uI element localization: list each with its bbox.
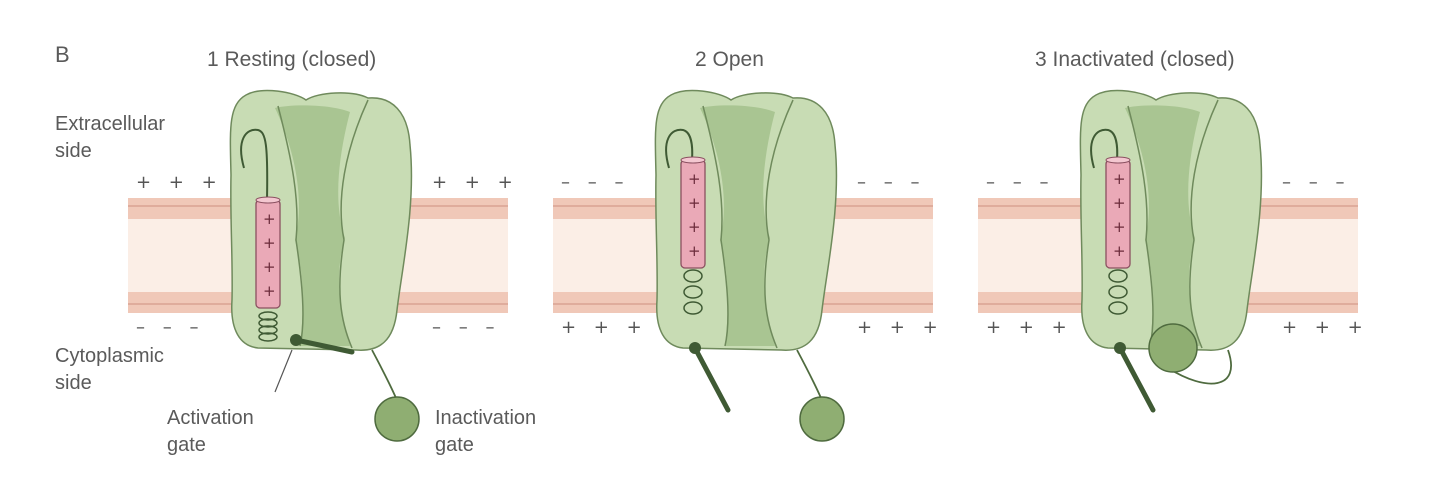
subunit-edge bbox=[1189, 99, 1219, 349]
charge-outside-right: – – – bbox=[1282, 172, 1350, 193]
voltage-sensor-cap bbox=[680, 156, 706, 164]
activation-gate-label-line2: gate bbox=[167, 434, 206, 456]
sensor-charge-mark: + bbox=[1113, 218, 1126, 236]
channel-pore bbox=[700, 105, 775, 346]
spring-coil bbox=[258, 318, 278, 328]
activation-gate bbox=[293, 337, 355, 355]
subunit-edge bbox=[339, 99, 369, 349]
sensor-charge-mark: + bbox=[263, 282, 276, 300]
inactivation-gate-ball bbox=[1148, 323, 1198, 373]
inactivation-gate-ball bbox=[799, 396, 845, 442]
subunit-edge bbox=[277, 105, 304, 347]
inactivation-gate-chain bbox=[371, 349, 397, 399]
spring-coil bbox=[258, 332, 278, 342]
state-title-resting: 1 Resting (closed) bbox=[207, 48, 376, 71]
sensor-charge-mark: + bbox=[688, 218, 701, 236]
sensor-charge-mark: + bbox=[1113, 170, 1126, 188]
subunit-edge bbox=[1127, 105, 1154, 347]
activation-gate bbox=[1117, 345, 1156, 413]
channel-pore bbox=[1125, 105, 1200, 346]
spring-coil bbox=[683, 301, 703, 315]
inactivation-gate-ball bbox=[374, 396, 420, 442]
charge-inside-left: – – – bbox=[136, 317, 204, 338]
voltage-sensor-linker bbox=[665, 128, 694, 169]
voltage-sensor-cap bbox=[255, 196, 281, 204]
spring-coil bbox=[683, 285, 703, 299]
activation-gate-label: Activation bbox=[167, 407, 254, 429]
charge-outside-left: – – – bbox=[561, 172, 629, 193]
subunit-edge bbox=[702, 105, 729, 347]
channel-panel-2: + + + + – – – – – – + + + + + + bbox=[553, 89, 944, 442]
inactivation-gate-chain bbox=[796, 349, 822, 399]
spring-coil bbox=[683, 269, 703, 283]
cytoplasmic-label-line2: side bbox=[55, 372, 92, 394]
spring-coil bbox=[1108, 301, 1128, 315]
charge-outside-left: + + + bbox=[136, 172, 223, 193]
extracellular-label: Extracellular bbox=[55, 113, 165, 135]
inactivation-gate-chain bbox=[1167, 349, 1232, 385]
charge-outside-left: – – – bbox=[986, 172, 1054, 193]
sensor-charge-mark: + bbox=[1113, 242, 1126, 260]
activation-gate-pointer bbox=[274, 349, 293, 393]
extracellular-label-line2: side bbox=[55, 140, 92, 162]
spring-coil bbox=[1108, 285, 1128, 299]
charge-inside-right: + + + bbox=[1282, 317, 1369, 338]
charge-outside-right: – – – bbox=[857, 172, 925, 193]
charge-outside-right: + + + bbox=[432, 172, 519, 193]
state-title-open: 2 Open bbox=[695, 48, 764, 71]
sensor-charge-mark: + bbox=[688, 170, 701, 188]
spring-coil bbox=[258, 311, 278, 321]
sensor-charge-mark: + bbox=[263, 234, 276, 252]
spring-coil bbox=[258, 325, 278, 335]
sensor-charge-mark: + bbox=[263, 210, 276, 228]
panel-letter: B bbox=[55, 42, 70, 67]
cytoplasmic-label: Cytoplasmic bbox=[55, 345, 164, 367]
channel-pore bbox=[275, 105, 350, 346]
channel-panel-3: + + + + – – – – – – + + + + + + bbox=[978, 89, 1369, 413]
charge-inside-left: + + + bbox=[986, 317, 1073, 338]
charge-inside-left: + + + bbox=[561, 317, 648, 338]
sensor-charge-mark: + bbox=[688, 194, 701, 212]
charge-inside-right: – – – bbox=[432, 317, 500, 338]
state-title-inactivated: 3 Inactivated (closed) bbox=[1035, 48, 1235, 71]
inactivation-gate-label-line2: gate bbox=[435, 434, 474, 456]
channel-panel-1: + + + + + + + + + + – – – – – – bbox=[128, 89, 519, 442]
voltage-sensor-cap bbox=[1105, 156, 1131, 164]
charge-inside-right: + + + bbox=[857, 317, 944, 338]
sensor-charge-mark: + bbox=[1113, 194, 1126, 212]
subunit-edge bbox=[764, 99, 794, 349]
voltage-sensor-linker bbox=[1090, 128, 1119, 169]
spring-coil bbox=[1108, 269, 1128, 283]
voltage-sensor-linker bbox=[240, 128, 269, 201]
activation-gate bbox=[692, 345, 731, 413]
sensor-charge-mark: + bbox=[263, 258, 276, 276]
inactivation-gate-label: Inactivation bbox=[435, 407, 536, 429]
sensor-charge-mark: + bbox=[688, 242, 701, 260]
